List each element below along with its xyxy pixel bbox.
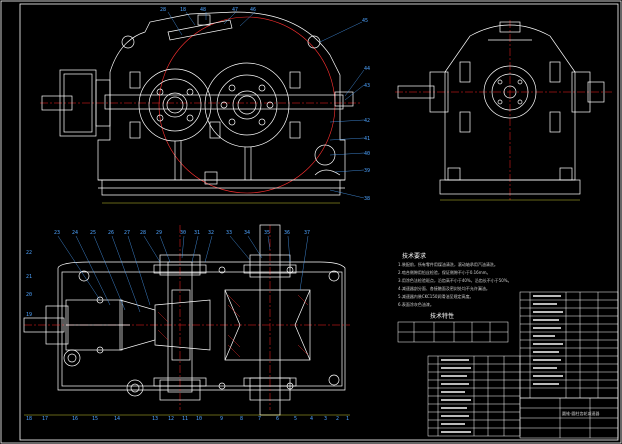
callout-plan-bottom-3: 15 [92,416,98,422]
callout-front-4: 46 [250,7,256,13]
callout-front-10: 40 [364,151,370,157]
front-view [40,11,360,204]
callout-plan-top-14: 37 [304,230,310,236]
callout-plan-top-3: 26 [108,230,114,236]
parts-list-text [441,295,563,433]
callout-plan-top-13: 36 [284,230,290,236]
callout-plan-bottom-12: 6 [276,416,279,422]
spec-table: 技术特性 [397,312,509,343]
front-leaders [167,11,365,199]
note-line-2: 2.啮合侧隙用铅丝检验，保证侧隙不小于0.16mm。 [398,269,491,275]
callout-plan-top-10: 33 [226,230,232,236]
side-view [395,20,612,201]
title-block-name: 圆锥-圆柱齿轮减速器 [562,410,599,416]
plan-callouts-top: 23 24 25 26 27 28 29 30 31 32 33 34 35 3… [54,230,310,236]
callout-plan-left-0: 22 [26,250,32,256]
callout-front-6: 44 [364,66,370,72]
note-line-3: 3.用涂色法检验斑点，沿齿高不小于40%，沿齿长不小于50%。 [398,277,512,283]
callout-plan-top-2: 25 [90,230,96,236]
callout-plan-top-6: 29 [156,230,162,236]
title-block [519,397,619,439]
callout-plan-left-2: 20 [26,292,32,298]
inner-frame [19,3,619,441]
callout-plan-bottom-1: 17 [42,416,48,422]
callout-plan-bottom-16: 2 [336,416,339,422]
callout-front-5: 45 [362,18,368,24]
callout-plan-bottom-0: 18 [26,416,32,422]
callout-plan-bottom-7: 11 [182,416,188,422]
callout-plan-bottom-15: 3 [324,416,327,422]
callout-plan-top-4: 27 [124,230,130,236]
callout-plan-top-0: 23 [54,230,60,236]
callout-plan-top-7: 30 [180,230,186,236]
callout-plan-bottom-8: 10 [196,416,202,422]
callout-plan-top-8: 31 [194,230,200,236]
note-line-6: 6.表面涂灰色油漆。 [398,301,434,307]
callout-front-8: 42 [364,118,370,124]
callout-front-0: 28 [160,7,166,13]
callout-front-11: 39 [364,168,370,174]
callout-plan-top-5: 28 [140,230,146,236]
callout-plan-top-11: 34 [244,230,250,236]
callout-front-2: 48 [200,7,206,13]
callout-front-1: 18 [180,7,186,13]
note-line-4: 4.减速器剖分面、各接触面及密封处均不允许漏油。 [398,285,490,291]
plan-view [23,224,350,416]
callout-plan-bottom-2: 16 [72,416,78,422]
plan-callouts-left: 22 21 20 19 [26,250,32,318]
callout-plan-bottom-6: 12 [168,416,174,422]
note-line-1: 1.装配前，所有零件用煤油清洗，滚动轴承用汽油清洗。 [398,261,498,267]
callout-plan-top-12: 35 [264,230,270,236]
callout-front-7: 43 [364,83,370,89]
callout-plan-top-9: 32 [208,230,214,236]
callout-front-12: 38 [364,196,370,202]
callout-plan-bottom-5: 13 [152,416,158,422]
callout-plan-bottom-11: 7 [258,416,261,422]
callout-plan-bottom-14: 4 [310,416,313,422]
callout-plan-left-1: 21 [26,274,32,280]
callout-plan-bottom-17: 1 [346,416,349,422]
callout-plan-bottom-13: 5 [294,416,297,422]
spec-table-title: 技术特性 [430,312,454,320]
callout-front-3: 47 [232,7,238,13]
notes-title: 技术要求 [402,252,426,260]
callout-plan-bottom-10: 8 [240,416,243,422]
plan-leaders [57,235,309,313]
plan-callouts-bottom: 18 17 16 15 14 13 12 11 10 9 8 7 6 5 4 3… [26,416,349,422]
callout-plan-bottom-9: 9 [220,416,223,422]
technical-notes: 技术要求 1.装配前，所有零件用煤油清洗，滚动轴承用汽油清洗。 2.啮合侧隙用铅… [398,252,512,307]
front-callouts: 28 18 48 47 46 45 44 43 42 41 40 39 38 [160,7,370,202]
callout-front-9: 41 [364,136,370,142]
note-line-5: 5.减速器内装CKC150润滑油至规定高度。 [398,293,473,299]
callout-plan-bottom-4: 14 [114,416,120,422]
callout-plan-left-3: 19 [26,312,32,318]
callout-plan-top-1: 24 [72,230,78,236]
